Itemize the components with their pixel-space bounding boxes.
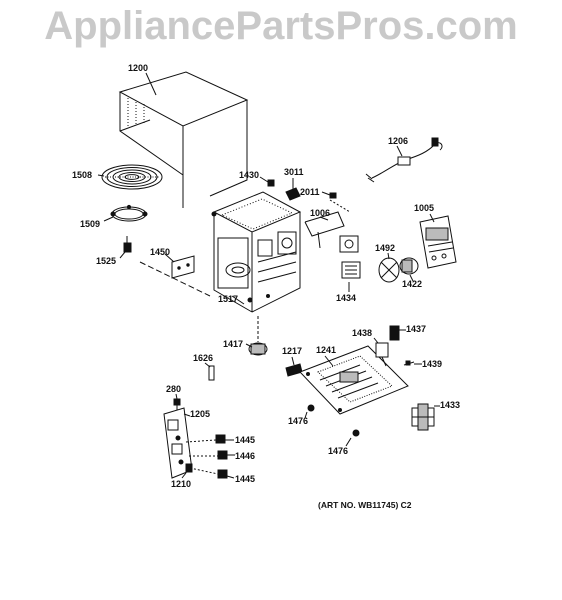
- dash-connector-c: [190, 468, 218, 474]
- leader-1508: [98, 175, 104, 176]
- label-1476-a: 1476: [288, 416, 309, 426]
- label-3011: 3011: [284, 167, 304, 177]
- control-board-part[interactable]: [420, 216, 456, 268]
- label-1445-b: 1445: [235, 474, 256, 484]
- leader-1517: [232, 296, 244, 304]
- watermark: AppliancePartsPros.com: [44, 4, 518, 48]
- label-1508: 1508: [72, 170, 93, 180]
- clip-1217-part[interactable]: [286, 364, 302, 376]
- turntable-tray-part[interactable]: [102, 165, 162, 189]
- leader-2011: [322, 192, 330, 195]
- capacitor-part[interactable]: [376, 343, 388, 366]
- roller-ring-part[interactable]: [111, 205, 147, 221]
- leader-1626: [205, 363, 210, 367]
- fan-blade-part[interactable]: [379, 258, 399, 282]
- label-1450: 1450: [150, 247, 171, 257]
- dash-connector-a: [186, 440, 216, 442]
- label-1200: 1200: [128, 63, 149, 73]
- leader-1200: [146, 73, 156, 95]
- bracket-1006-part[interactable]: [305, 212, 344, 248]
- foot-1476-b-part[interactable]: [353, 430, 359, 436]
- leader-1476-b: [346, 438, 351, 446]
- bracket-1437-part[interactable]: [390, 326, 399, 340]
- leader-1509: [104, 217, 113, 221]
- coupler-part[interactable]: [124, 236, 131, 252]
- leader-1205: [184, 414, 190, 416]
- turntable-motor-part[interactable]: [249, 316, 267, 355]
- transformer-part[interactable]: [412, 404, 434, 430]
- leader-1206: [397, 146, 402, 156]
- leader-1450: [165, 254, 174, 262]
- switch-1446-part[interactable]: [218, 451, 227, 459]
- switch-1445-a-part[interactable]: [216, 435, 225, 443]
- label-1525: 1525: [96, 256, 117, 266]
- label-1476-b: 1476: [328, 446, 349, 456]
- label-1217: 1217: [282, 346, 303, 356]
- label-1430: 1430: [239, 170, 260, 180]
- leader-1430: [260, 177, 268, 182]
- plate-1450-part[interactable]: [172, 256, 194, 278]
- leader-1241: [325, 356, 333, 366]
- leader-1210: [182, 473, 186, 478]
- leader-1417: [246, 344, 252, 347]
- leader-1217: [292, 357, 294, 365]
- motor-1422-part[interactable]: [400, 258, 418, 274]
- leader-1476-a: [305, 412, 307, 418]
- diode-part[interactable]: [404, 361, 414, 365]
- label-1437: 1437: [406, 324, 427, 334]
- bracket-3011-part[interactable]: [286, 188, 300, 200]
- label-1439: 1439: [422, 359, 443, 369]
- label-280: 280: [166, 384, 182, 394]
- label-1492: 1492: [375, 243, 396, 253]
- leader-1422: [410, 275, 413, 281]
- fan-motor-part[interactable]: [340, 236, 360, 278]
- alignment-line: [140, 262, 210, 296]
- art-number: (ART NO. WB11745) C2: [318, 500, 412, 510]
- label-1445-a: 1445: [235, 435, 256, 445]
- foot-1476-a-part[interactable]: [308, 405, 314, 411]
- leader-1492: [388, 253, 389, 259]
- label-1417: 1417: [223, 339, 244, 349]
- label-1210: 1210: [171, 479, 192, 489]
- fuse-part[interactable]: [209, 366, 214, 380]
- leader-1438: [374, 338, 378, 343]
- leader-1525: [120, 252, 125, 258]
- label-1206: 1206: [388, 136, 409, 146]
- base-plate-part[interactable]: [300, 346, 408, 414]
- label-1205: 1205: [190, 409, 211, 419]
- label-1509: 1509: [80, 219, 101, 229]
- clip-2011-part[interactable]: [330, 193, 350, 212]
- label-1517: 1517: [218, 294, 239, 304]
- lever-1210-part[interactable]: [186, 464, 192, 472]
- screw-280-part[interactable]: [174, 399, 180, 410]
- switch-1445-b-part[interactable]: [218, 470, 227, 478]
- cavity-chassis-part[interactable]: [212, 192, 300, 312]
- label-1241: 1241: [316, 345, 337, 355]
- leader-1006: [320, 217, 328, 220]
- label-1626: 1626: [193, 353, 214, 363]
- leader-1445-b: [227, 476, 234, 478]
- label-1434: 1434: [336, 293, 357, 303]
- switch-1430-part[interactable]: [268, 180, 274, 186]
- label-1422: 1422: [402, 279, 423, 289]
- label-2011: 2011: [300, 187, 320, 197]
- label-1433: 1433: [440, 400, 461, 410]
- label-1006: 1006: [310, 208, 331, 218]
- leader-1005: [430, 214, 434, 222]
- label-1446: 1446: [235, 451, 256, 461]
- leader-280: [176, 394, 177, 399]
- label-1438: 1438: [352, 328, 373, 338]
- power-cord-part[interactable]: [366, 138, 442, 182]
- label-1005: 1005: [414, 203, 435, 213]
